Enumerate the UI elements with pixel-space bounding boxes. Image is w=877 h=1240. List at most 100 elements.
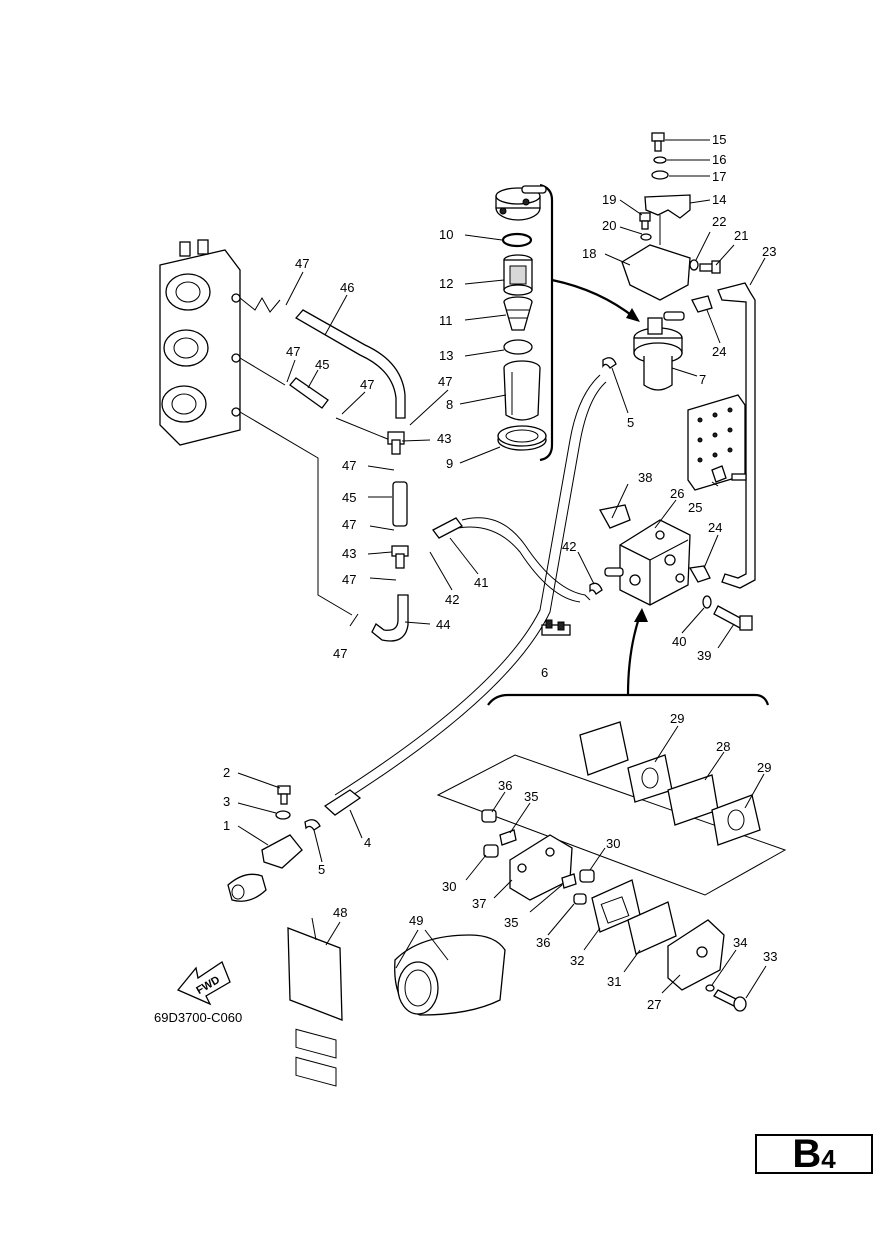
bracket-18 xyxy=(621,244,691,301)
callout-20: 20 xyxy=(602,218,616,233)
callout-45-lower: 45 xyxy=(342,490,356,505)
callout-36-lower: 36 xyxy=(536,935,550,950)
callout-48: 48 xyxy=(333,905,347,920)
callout-21: 21 xyxy=(734,228,748,243)
arrow-head xyxy=(626,308,640,322)
clip-24-upper xyxy=(691,295,713,313)
callout-27: 27 xyxy=(647,997,661,1012)
washer-16 xyxy=(653,156,667,164)
callout-5-lower: 5 xyxy=(318,862,325,877)
callout-47-b: 47 xyxy=(286,344,300,359)
callout-15: 15 xyxy=(712,132,726,147)
callout-7: 7 xyxy=(699,372,706,387)
fuel-pump xyxy=(598,504,691,606)
callout-32: 32 xyxy=(570,953,584,968)
page-reference-number: 4 xyxy=(821,1144,836,1174)
washer-17 xyxy=(651,170,669,180)
callout-14: 14 xyxy=(712,192,726,207)
callout-23: 23 xyxy=(762,244,776,259)
gasket-kit-frame xyxy=(436,754,787,896)
callout-9: 9 xyxy=(446,456,453,471)
callout-38: 38 xyxy=(638,470,652,485)
callout-25: 25 xyxy=(688,500,702,515)
callout-6: 6 xyxy=(541,665,548,680)
callout-5-upper: 5 xyxy=(627,415,634,430)
clip-42-right xyxy=(589,582,603,595)
callout-42-left: 42 xyxy=(445,592,459,607)
filter-element xyxy=(503,254,533,296)
callout-37: 37 xyxy=(472,896,486,911)
filter-cap xyxy=(495,185,547,221)
filter-ring xyxy=(503,339,533,355)
hose-45-upper xyxy=(289,377,329,409)
callout-34: 34 xyxy=(733,935,747,950)
bolt-21 xyxy=(699,260,721,274)
part-6 xyxy=(541,619,571,636)
callout-12: 12 xyxy=(439,276,453,291)
callout-36-upper: 36 xyxy=(498,778,512,793)
callout-43-lower: 43 xyxy=(342,546,356,561)
fwd-arrow-icon: FWD xyxy=(176,961,231,1006)
callout-11: 11 xyxy=(439,313,453,328)
page-reference-letter: B xyxy=(792,1132,822,1176)
callout-40: 40 xyxy=(672,634,686,649)
callout-4: 4 xyxy=(364,835,371,850)
filter-group-bracket xyxy=(539,183,554,462)
callout-17: 17 xyxy=(712,169,726,184)
hose-45-lower xyxy=(392,481,408,527)
callout-29-right: 29 xyxy=(757,760,771,775)
leader-lines xyxy=(237,139,767,999)
bolt-19 xyxy=(639,212,651,230)
callout-47-a: 47 xyxy=(295,256,309,271)
filter-nut xyxy=(497,425,547,451)
kit-group-bracket xyxy=(487,693,770,706)
pump-cover-27 xyxy=(667,919,725,991)
callout-47-d: 47 xyxy=(438,374,452,389)
fuel-filter-housing xyxy=(633,311,685,391)
callout-10: 10 xyxy=(439,227,453,242)
callout-28: 28 xyxy=(716,739,730,754)
callout-49: 49 xyxy=(409,913,423,928)
callout-35-lower: 35 xyxy=(504,915,518,930)
callout-8: 8 xyxy=(446,397,453,412)
callout-24-lower: 24 xyxy=(708,520,722,535)
callout-47-g: 47 xyxy=(342,572,356,587)
callout-16: 16 xyxy=(712,152,726,167)
callout-43-upper: 43 xyxy=(437,431,451,446)
washer-40 xyxy=(702,595,712,609)
callout-labels: 15 16 17 14 19 20 22 21 23 18 24 7 5 10 … xyxy=(223,132,777,1012)
washer-20 xyxy=(640,233,652,241)
callout-18: 18 xyxy=(582,246,596,261)
callout-19: 19 xyxy=(602,192,616,207)
carburetor-assembly xyxy=(159,239,241,446)
callout-31: 31 xyxy=(607,974,621,989)
tee-joint-lower xyxy=(391,545,409,569)
washer-22 xyxy=(689,259,699,271)
callout-44: 44 xyxy=(436,617,450,632)
tee-joint-upper xyxy=(387,431,405,455)
callout-39: 39 xyxy=(697,648,711,663)
callout-42-right: 42 xyxy=(562,539,576,554)
screw-33 xyxy=(713,989,747,1012)
hose-23 xyxy=(717,282,756,589)
filter-to-pump-arrow xyxy=(551,278,636,319)
callout-1: 1 xyxy=(223,818,230,833)
callout-30-right: 30 xyxy=(606,836,620,851)
page-reference-box: B 4 xyxy=(755,1134,873,1174)
bracket-14 xyxy=(644,194,691,219)
diagram-code: 69D3700-C060 xyxy=(154,1010,242,1025)
fuel-joint-1 xyxy=(227,785,303,902)
callout-46: 46 xyxy=(340,280,354,295)
callout-30-left: 30 xyxy=(442,879,456,894)
callout-35-upper: 35 xyxy=(524,789,538,804)
bolt-15 xyxy=(651,132,665,152)
callout-47-c: 47 xyxy=(360,377,374,392)
callout-13: 13 xyxy=(439,348,453,363)
hose-41 xyxy=(432,517,463,539)
fuel-line-4 xyxy=(334,374,601,796)
bag-49 xyxy=(394,934,506,1016)
callout-47-f: 47 xyxy=(342,517,356,532)
callout-29-left: 29 xyxy=(670,711,684,726)
bolt-39 xyxy=(713,605,753,631)
